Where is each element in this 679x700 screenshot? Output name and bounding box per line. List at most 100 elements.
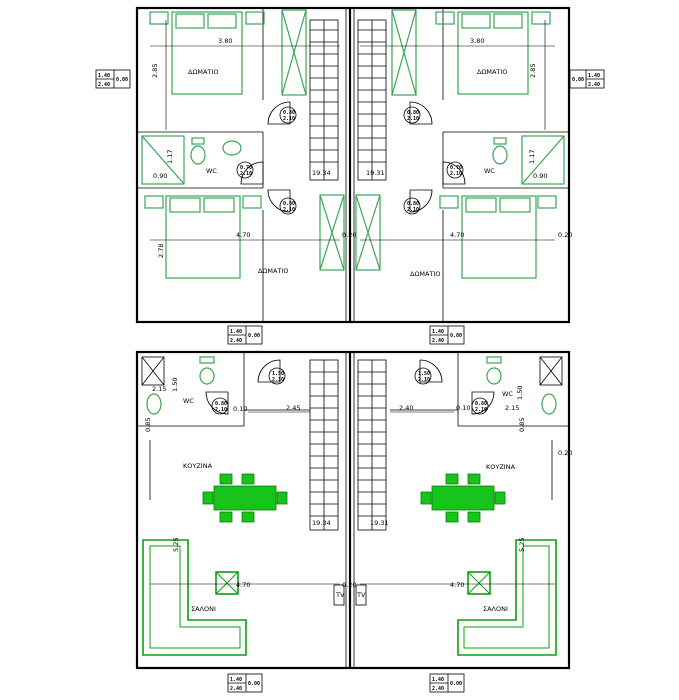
ground-outer-wall xyxy=(135,350,571,670)
room-label-bedroom: ΔΩΜΑΤΙΟ xyxy=(188,68,218,76)
svg-text:0.90: 0.90 xyxy=(153,172,167,180)
wc-upper-right xyxy=(492,135,565,185)
svg-text:3.80: 3.80 xyxy=(218,37,232,45)
svg-text:3.80: 3.80 xyxy=(470,37,484,45)
upper-stair-right xyxy=(357,19,387,181)
svg-text:5.25: 5.25 xyxy=(172,538,180,552)
svg-text:2.40: 2.40 xyxy=(399,404,413,412)
svg-text:4.70: 4.70 xyxy=(236,231,250,239)
sofa-right xyxy=(457,539,557,656)
svg-text:2.10: 2.10 xyxy=(272,377,284,383)
svg-text:1.40: 1.40 xyxy=(432,329,444,335)
svg-text:19.31: 19.31 xyxy=(366,169,385,177)
svg-text:0.20: 0.20 xyxy=(342,231,356,239)
upper-outer-wall xyxy=(135,6,571,324)
svg-text:2.40: 2.40 xyxy=(432,686,444,692)
svg-text:0.80: 0.80 xyxy=(475,401,487,407)
svg-text:2.10: 2.10 xyxy=(418,377,430,383)
svg-text:2.40: 2.40 xyxy=(98,82,110,88)
svg-text:4.70: 4.70 xyxy=(450,231,464,239)
room-label-kitchen: ΚΟΥΖΙΝΑ xyxy=(486,463,516,471)
room-label-living: ΣΑΛΟΝΙ xyxy=(483,605,508,613)
bed-bottom-left xyxy=(144,195,262,279)
svg-text:2.40: 2.40 xyxy=(230,338,242,344)
wc-upper-left xyxy=(141,135,242,185)
ground-floor: 1.50 2.10 1.50 2.10 0.80 2.10 0.80 2.10 xyxy=(135,350,572,693)
room-label-bedroom: ΔΩΜΑΤΙΟ xyxy=(477,68,507,76)
svg-text:0.90: 0.90 xyxy=(533,172,547,180)
svg-text:1.40: 1.40 xyxy=(98,73,110,79)
svg-text:4.70: 4.70 xyxy=(236,581,250,589)
svg-text:1.40: 1.40 xyxy=(432,677,444,683)
bed-top-left xyxy=(149,11,265,95)
svg-text:0.80: 0.80 xyxy=(407,110,419,116)
svg-text:1.40: 1.40 xyxy=(230,677,242,683)
svg-text:0.85: 0.85 xyxy=(518,418,526,432)
svg-text:2.45: 2.45 xyxy=(286,404,300,412)
svg-text:2.15: 2.15 xyxy=(152,385,166,393)
svg-text:0.85: 0.85 xyxy=(144,418,152,432)
window-tag-upper-bottom-right: 1.40 2.40 0.00 xyxy=(429,325,465,345)
wc-ground-left xyxy=(141,356,215,415)
room-label-living: ΣΑΛΟΝΙ xyxy=(191,605,216,613)
svg-text:2.40: 2.40 xyxy=(230,686,242,692)
window-tag-ground-left: 1.40 2.40 0.00 xyxy=(227,673,263,693)
upper-door-tags: 0.80 2.10 0.80 2.10 0.70 2.10 0.70 2.10 … xyxy=(236,106,464,215)
svg-text:0.20: 0.20 xyxy=(558,449,572,457)
window-tag-upper-left: 1.40 2.40 0.00 xyxy=(95,69,131,89)
svg-text:0.80: 0.80 xyxy=(283,201,295,207)
svg-text:5.25: 5.25 xyxy=(518,538,526,552)
ground-stair-right xyxy=(357,359,387,531)
svg-text:2.10: 2.10 xyxy=(240,171,252,177)
svg-text:0.20: 0.20 xyxy=(558,231,572,239)
svg-text:2.40: 2.40 xyxy=(432,338,444,344)
svg-text:19.31: 19.31 xyxy=(370,519,389,527)
bed-top-right xyxy=(435,11,551,95)
svg-text:2.10: 2.10 xyxy=(283,116,295,122)
svg-text:1.50: 1.50 xyxy=(418,371,430,377)
svg-text:0.80: 0.80 xyxy=(283,110,295,116)
svg-text:2.10: 2.10 xyxy=(407,207,419,213)
svg-text:0.70: 0.70 xyxy=(240,165,252,171)
svg-text:2.10: 2.10 xyxy=(283,207,295,213)
svg-text:1.17: 1.17 xyxy=(528,150,536,164)
label-tv: TV xyxy=(356,591,366,599)
upper-floor: 0.80 2.10 0.80 2.10 0.70 2.10 0.70 2.10 … xyxy=(95,6,605,345)
svg-text:0.00: 0.00 xyxy=(450,333,462,339)
svg-text:1.50: 1.50 xyxy=(516,386,524,400)
dining-set-right xyxy=(420,473,506,523)
sofa-left xyxy=(142,539,247,656)
svg-text:19.34: 19.34 xyxy=(312,519,331,527)
svg-text:0.70: 0.70 xyxy=(450,165,462,171)
svg-text:2.40: 2.40 xyxy=(588,82,600,88)
room-label-wc: WC xyxy=(206,167,217,175)
upper-stair-left xyxy=(309,19,339,181)
wc-ground-right xyxy=(486,356,563,415)
svg-text:0.00: 0.00 xyxy=(116,77,128,83)
svg-text:0.10: 0.10 xyxy=(456,404,470,412)
svg-text:2.10: 2.10 xyxy=(475,407,487,413)
svg-text:2.10: 2.10 xyxy=(407,116,419,122)
room-label-kitchen: ΚΟΥΖΙΝΑ xyxy=(183,462,213,470)
svg-text:0.80: 0.80 xyxy=(215,401,227,407)
svg-text:2.85: 2.85 xyxy=(529,64,537,78)
window-tag-upper-bottom-left: 1.40 2.40 0.00 xyxy=(227,325,263,345)
svg-text:1.40: 1.40 xyxy=(230,329,242,335)
ground-stair-left xyxy=(309,359,339,531)
svg-text:0.00: 0.00 xyxy=(248,333,260,339)
svg-text:0.20: 0.20 xyxy=(342,581,356,589)
svg-text:0.00: 0.00 xyxy=(248,681,260,687)
svg-text:2.85: 2.85 xyxy=(151,64,159,78)
svg-text:1.50: 1.50 xyxy=(171,378,179,392)
svg-text:0.00: 0.00 xyxy=(450,681,462,687)
svg-text:2.10: 2.10 xyxy=(215,407,227,413)
svg-text:19.34: 19.34 xyxy=(312,169,331,177)
bed-bottom-right xyxy=(439,195,557,279)
svg-text:2.78: 2.78 xyxy=(157,244,165,258)
svg-text:4.70: 4.70 xyxy=(450,581,464,589)
svg-text:0.10: 0.10 xyxy=(233,405,247,413)
svg-text:2.15: 2.15 xyxy=(505,404,519,412)
svg-text:1.50: 1.50 xyxy=(272,371,284,377)
window-tag-upper-right: 0.00 1.40 2.40 xyxy=(569,69,605,89)
